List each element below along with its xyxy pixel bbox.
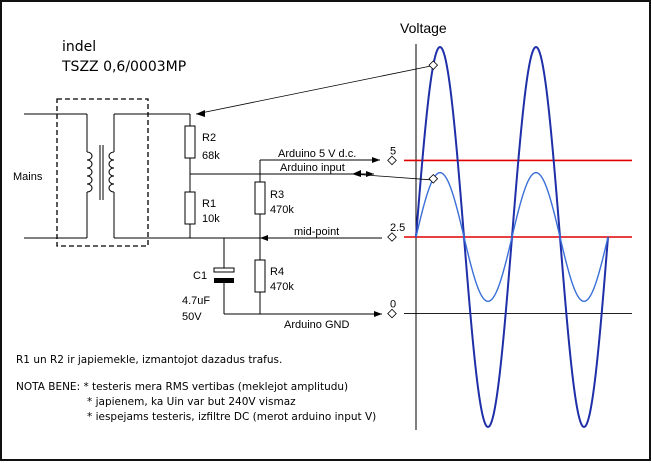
mains-label: Mains bbox=[13, 171, 43, 183]
transformer-secondary bbox=[108, 113, 190, 239]
pointer-line-0 bbox=[195, 65, 431, 115]
note-line-2: NOTA BENE: * testeris mera RMS vertibas … bbox=[16, 381, 348, 393]
arduino-5v-label: Arduino 5 V d.c. bbox=[278, 148, 356, 160]
note-line-4: * iespejams testeris, izfiltre DC (merot… bbox=[87, 411, 376, 423]
chart-title: Voltage bbox=[400, 20, 447, 36]
note-line-1: R1 un R2 ir japiemekle, izmantojot dazad… bbox=[16, 354, 282, 366]
mid-point-arrow bbox=[260, 235, 268, 241]
pointer-diamond-1 bbox=[428, 173, 439, 184]
capacitor-c1 bbox=[213, 238, 235, 314]
arduino-5v-arrow bbox=[372, 157, 380, 163]
r2-value: 68k bbox=[202, 150, 220, 162]
pointer-diamond-0 bbox=[428, 60, 439, 70]
r4-name: R4 bbox=[270, 266, 284, 278]
tick-label-2: 0 bbox=[390, 299, 396, 311]
note-line-3: * japienem, ka Uin var but 240V vismaz bbox=[87, 396, 296, 408]
pointer-arrow-0 bbox=[196, 110, 205, 117]
r3-name: R3 bbox=[270, 189, 284, 201]
arduino-gnd-arrow bbox=[374, 311, 382, 317]
r4-value: 470k bbox=[270, 281, 294, 293]
transformer-primary bbox=[24, 113, 93, 239]
mid-point-label: mid-point bbox=[294, 226, 339, 238]
title-text: indel bbox=[62, 39, 96, 55]
voltage-chart: Voltage 5 2.5 0 bbox=[195, 20, 632, 430]
c1-voltage: 50V bbox=[182, 311, 202, 323]
tick-diamond-1 bbox=[387, 232, 397, 242]
r1-value: 10k bbox=[202, 213, 220, 225]
tick-label-0: 5 bbox=[390, 145, 396, 157]
pointer-arrow-1 bbox=[352, 170, 361, 177]
part-number-text: TSZZ 0,6/0003MP bbox=[61, 59, 186, 75]
r1-name: R1 bbox=[202, 198, 216, 210]
r3-value: 470k bbox=[270, 204, 294, 216]
arduino-input-label: Arduino input bbox=[280, 162, 345, 174]
resistor-r4 bbox=[254, 238, 266, 314]
c1-value: 4.7uF bbox=[182, 295, 210, 307]
tick-diamond-0 bbox=[387, 155, 397, 166]
pointer-line-1 bbox=[351, 173, 431, 181]
tick-label-1: 2.5 bbox=[390, 222, 405, 234]
arduino-gnd-label: Arduino GND bbox=[284, 319, 349, 331]
transformer-dashed-box bbox=[56, 98, 149, 247]
arduino-input-arrow bbox=[366, 171, 374, 177]
tick-diamond-2 bbox=[387, 308, 397, 319]
resistor-r1 bbox=[184, 174, 196, 238]
c1-name: C1 bbox=[193, 270, 207, 282]
r2-name: R2 bbox=[202, 132, 216, 144]
voltage-curve-arduino-input bbox=[415, 171, 609, 303]
resistor-r3 bbox=[254, 160, 266, 238]
